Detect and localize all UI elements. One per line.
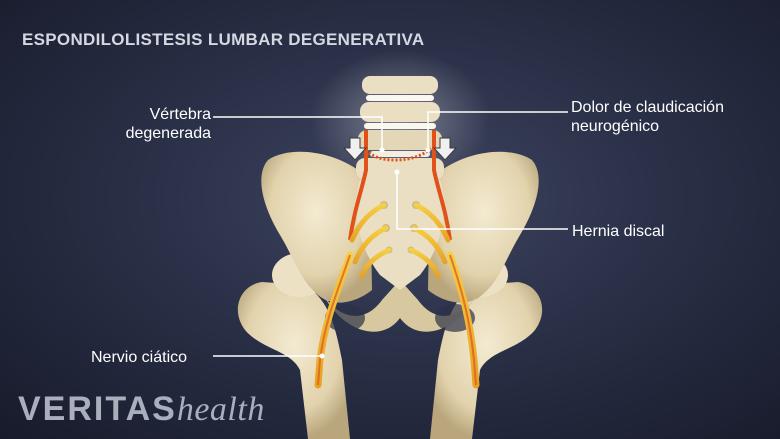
label-hernia-discal: Hernia discal: [572, 223, 665, 240]
brand-wordmark: VERITAS: [18, 390, 177, 428]
degenerated-vertebra: [358, 130, 442, 150]
label-dolor-claudicacion: Dolor de claudicación neurogénico: [571, 99, 724, 135]
brand-logo: VERITAShealth: [18, 389, 265, 430]
down-arrow-icon: [432, 137, 458, 161]
leader-hernia: [396, 172, 568, 230]
sacral-nerves: [349, 202, 451, 279]
herniated-disc: [370, 151, 430, 157]
right-iliac-wing: [428, 151, 539, 303]
left-obturator-foramen: [325, 304, 365, 332]
right-inflamed-root: [432, 130, 452, 241]
down-arrow-icon: [342, 137, 368, 161]
leader-vertebra: [213, 116, 383, 150]
left-inflamed-root: [348, 130, 368, 241]
label-nervio-ciatico: Nervio ciático: [91, 349, 188, 366]
label-vertebra-degenerada: Vértebra degenerada: [125, 106, 211, 142]
inflamed-disc-edge: [364, 146, 433, 162]
lumbar-spine: [356, 76, 444, 180]
brand-subwordmark: health: [176, 391, 265, 428]
leader-lines: [213, 111, 568, 357]
leader-dolor: [427, 111, 568, 150]
page-title: ESPONDILOLISTESIS LUMBAR DEGENERATIVA: [22, 30, 425, 49]
